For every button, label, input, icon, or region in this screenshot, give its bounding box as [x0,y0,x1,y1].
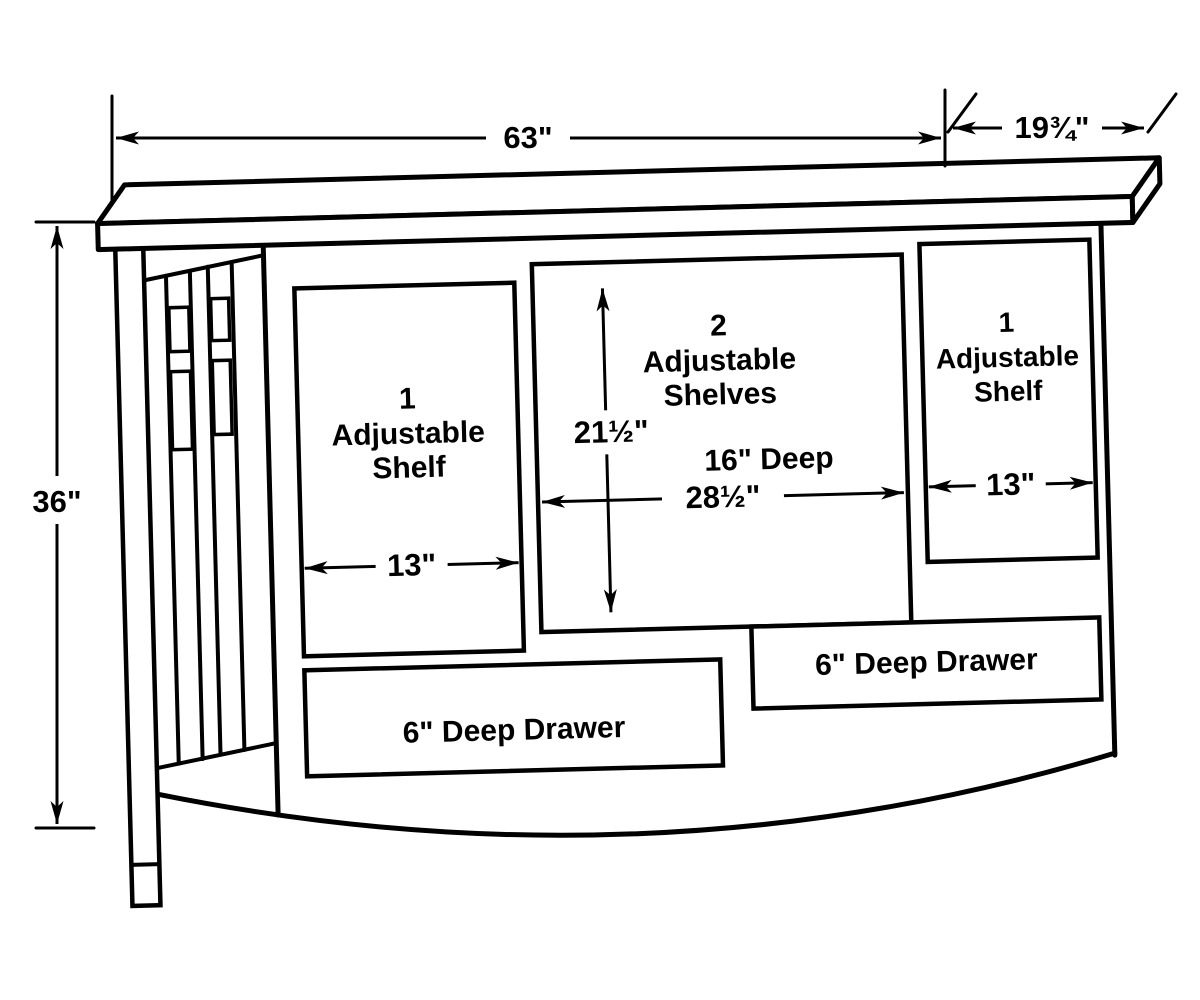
side-cutout [168,369,195,452]
center-width-label: 28½" [685,478,761,515]
center-width-dimension: 28½" [541,473,904,521]
side-top-rail [142,253,266,283]
center-shelf-word2: Shelves [663,377,777,413]
label-mask [661,473,785,521]
center-compartment-label: 2 Adjustable Shelves 16" Deep [642,309,834,478]
overall-height-dimension: 36" [24,220,96,830]
center-height-label: 21½" [573,413,649,450]
right-shelf-count: 1 [998,307,1014,338]
left-width-label: 13" [387,547,437,583]
body-right-edge [1097,198,1118,758]
left-compartment-label: 1 Adjustable Shelf [331,382,485,486]
top-depth-label: 19¾" [1014,110,1089,145]
overall-width-dimension: 63" [110,88,947,206]
overall-width-label: 63" [503,120,552,155]
label-mask [975,461,1047,508]
center-shelf-count: 2 [710,309,728,342]
left-drawer-label: 6" Deep Drawer [402,711,626,750]
center-depth-label: 16" Deep [704,441,834,477]
label-mask [375,542,449,589]
side-cutout [167,305,192,354]
right-width-label: 13" [986,466,1036,502]
left-width-dimension: 13" [304,542,519,589]
center-height-dimension: 21½" [565,288,657,613]
side-slat-line [187,269,205,762]
left-side-panel [142,253,279,771]
center-shelf-compartment [529,252,914,635]
extension-line [1146,92,1178,134]
leg-foot-line [129,862,162,867]
center-shelf-word1: Adjustable [642,342,796,379]
left-shelf-word1: Adjustable [331,416,485,453]
left-drawer-front [302,657,726,779]
side-bottom-rail [154,741,279,771]
left-shelf-count: 1 [399,382,417,415]
overall-height-label: 36" [32,484,81,519]
top-depth-dimension: 19¾" [946,92,1178,148]
side-cutout [210,358,234,437]
right-shelf-word1: Adjustable [935,340,1079,375]
label-mask [565,409,657,456]
right-shelf-word2: Shelf [974,375,1044,408]
label-mask [486,116,570,160]
top-right-end [1129,155,1163,225]
label-mask [1002,106,1102,148]
side-slat-line [229,260,247,752]
extension-line [946,92,978,134]
leg-post [112,246,163,909]
cabinet-drawing: 21½" 28½" 13" 13" 1 Adjustable Shelf 2 A… [95,155,1163,909]
side-cutout [208,296,232,343]
right-drawer-label: 6" Deep Drawer [815,643,1039,682]
label-mask [24,476,90,524]
body-left-edge [260,220,281,818]
bottom-arch [155,750,1118,838]
side-slat-line [205,264,223,757]
right-drawer-front [749,615,1104,711]
right-width-dimension: 13" [928,461,1093,508]
front-left-leg [112,246,163,909]
right-compartment-label: 1 Adjustable Shelf [935,307,1079,408]
left-shelf-word2: Shelf [372,451,447,486]
cabinet-top [95,155,1163,253]
side-slat-line [163,273,181,766]
